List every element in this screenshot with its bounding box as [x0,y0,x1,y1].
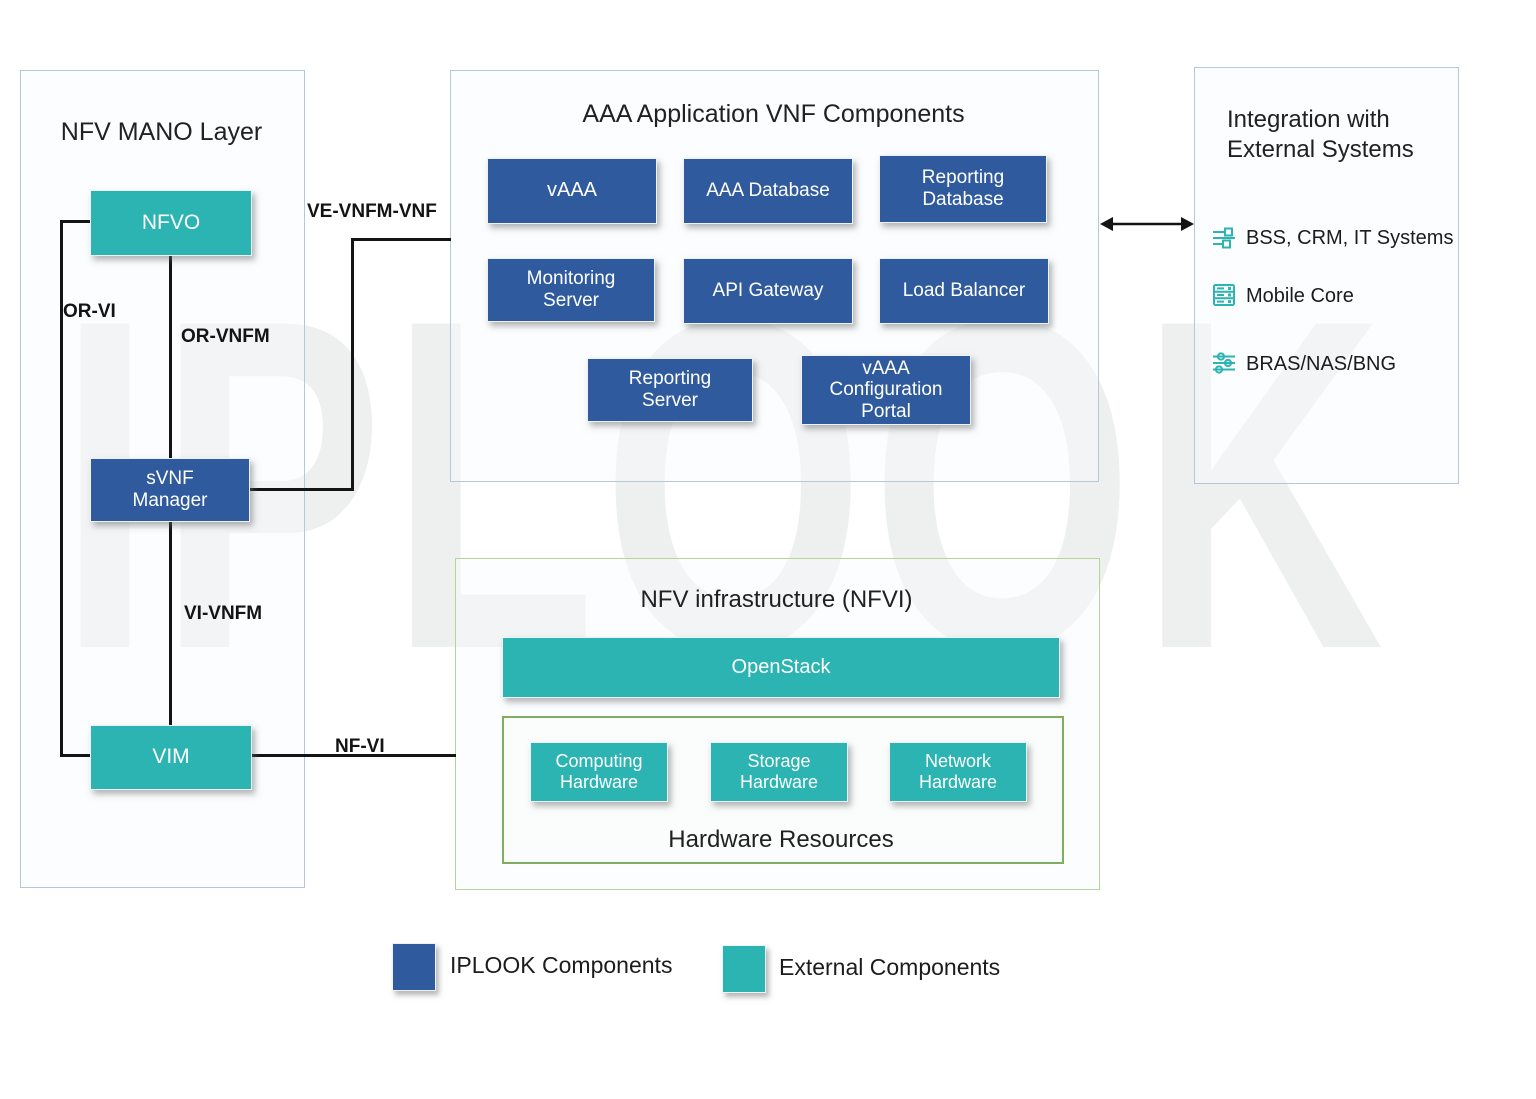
legend-swatch-external [722,945,766,993]
connector-ve-vnfm-horiz-top [351,238,451,241]
nfvo-node: NFVO [90,190,252,256]
connector-nf-vi [250,754,456,757]
reporting-database-node: Reporting Database [879,155,1047,223]
vaaa-configuration-portal-node: vAAA Configuration Portal [801,355,971,425]
server-icon [1213,284,1235,306]
nfv-mano-title: NFV MANO Layer [60,118,263,146]
legend-swatch-iplook [392,943,436,991]
or-vi-label: OR-VI [63,301,116,322]
integration-item-mobile-core: Mobile Core [1246,285,1354,307]
vim-node: VIM [90,725,252,790]
api-gateway-node: API Gateway [683,258,853,324]
flow-icon [1213,227,1235,249]
legend-label-external: External Components [779,954,1001,980]
bidirectional-arrow [1100,217,1194,231]
connector-ve-vnfm-vertical [351,238,354,491]
load-balancer-node: Load Balancer [879,258,1049,324]
network-hardware-node: Network Hardware [889,742,1027,802]
connector-or-vi-bottom [60,754,92,757]
nfvi-title: NFV infrastructure (NFVI) [640,586,913,613]
nfvi-panel [455,558,1100,890]
computing-hardware-node: Computing Hardware [530,742,668,802]
nf-vi-label: NF-VI [335,736,385,757]
reporting-server-node: Reporting Server [587,358,753,422]
integration-item-bras: BRAS/NAS/BNG [1246,353,1397,375]
connector-ve-vnfm-horiz-low [250,488,353,491]
storage-hardware-node: Storage Hardware [710,742,848,802]
openstack-node: OpenStack [502,637,1060,698]
connector-or-vnfm [169,252,172,460]
hardware-resources-title: Hardware Resources [668,826,894,853]
integration-item-bss: BSS, CRM, IT Systems [1246,227,1454,249]
vaaa-node: vAAA [487,158,657,224]
aaa-database-node: AAA Database [683,158,853,224]
sliders-icon [1213,352,1235,374]
integration-panel [1194,67,1459,484]
integration-title: Integration with External Systems [1227,106,1414,163]
aaa-vnf-title: AAA Application VNF Components [582,100,965,128]
svnf-manager-node: sVNF Manager [90,458,250,522]
vi-vnfm-label: VI-VNFM [184,603,263,624]
connector-or-vi-vertical [60,220,63,757]
ve-vnfm-vnf-label: VE-VNFM-VNF [307,201,437,222]
legend-label-iplook: IPLOOK Components [450,952,673,978]
monitoring-server-node: Monitoring Server [487,258,655,322]
connector-or-vi-top [60,220,92,223]
connector-vi-vnfm [169,520,172,727]
or-vnfm-label: OR-VNFM [181,326,270,347]
